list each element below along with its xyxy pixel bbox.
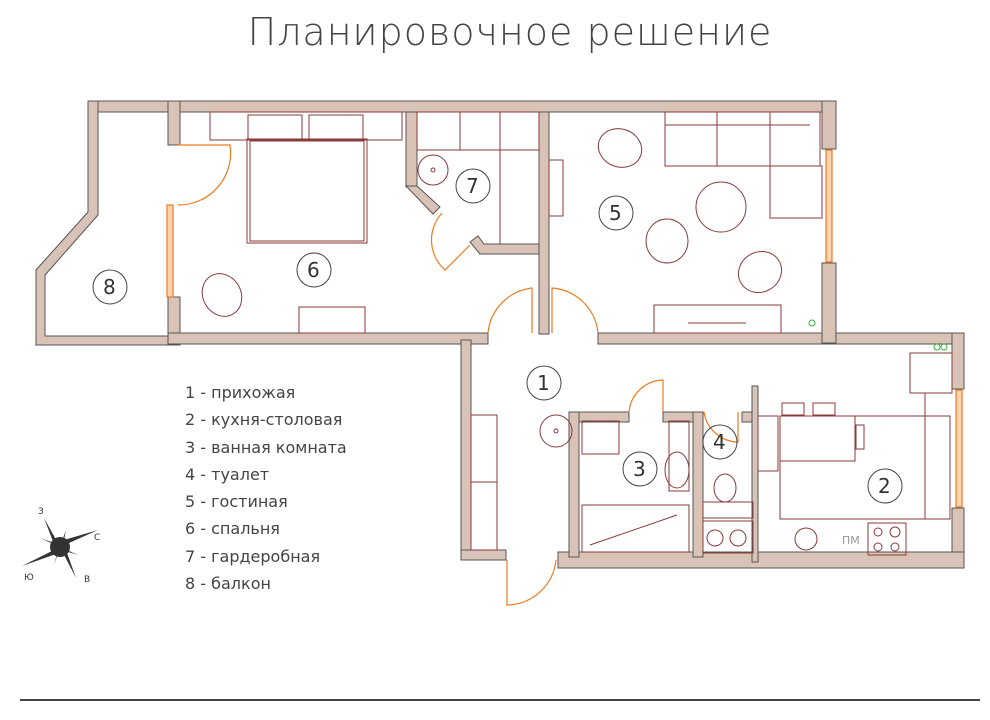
- svg-text:В: В: [84, 575, 90, 585]
- room-label-6: 6: [307, 258, 320, 282]
- room-label-2: 2: [878, 474, 891, 498]
- legend-item: 7 - гардеробная: [185, 546, 321, 566]
- wall-top: [87, 100, 837, 113]
- furniture: [201, 111, 953, 556]
- legend-item: 5 - гостиная: [185, 492, 288, 512]
- wall-balcony: [35, 100, 169, 346]
- bottom-divider: [20, 699, 980, 701]
- room-label-5: 5: [609, 201, 622, 225]
- page-title: Планировочное решение: [247, 10, 773, 54]
- legend-item: 6 - спальня: [185, 519, 280, 539]
- svg-text:С: С: [94, 533, 100, 543]
- legend-item: 2 - кухня-столовая: [185, 410, 343, 430]
- legend-item: 1 - прихожая: [185, 383, 296, 402]
- kitchen-appliance-label: ПМ: [842, 534, 860, 547]
- room-label-7: 7: [466, 174, 479, 198]
- room-legend: 1 - прихожая 2 - кухня-столовая 3 - ванн…: [185, 379, 347, 597]
- room-label-4: 4: [713, 430, 726, 454]
- room-label-8: 8: [103, 275, 116, 299]
- svg-text:З: З: [38, 507, 44, 517]
- compass-rose-icon: З С В Ю: [22, 507, 100, 585]
- room-label-3: 3: [633, 457, 646, 481]
- svg-text:Ю: Ю: [24, 573, 34, 583]
- legend-item: 4 - туалет: [185, 464, 270, 484]
- doors: [166, 144, 963, 606]
- room-label-1: 1: [537, 371, 550, 395]
- legend-item: 3 - ванная комната: [185, 437, 347, 457]
- legend-item: 8 - балкон: [185, 574, 271, 594]
